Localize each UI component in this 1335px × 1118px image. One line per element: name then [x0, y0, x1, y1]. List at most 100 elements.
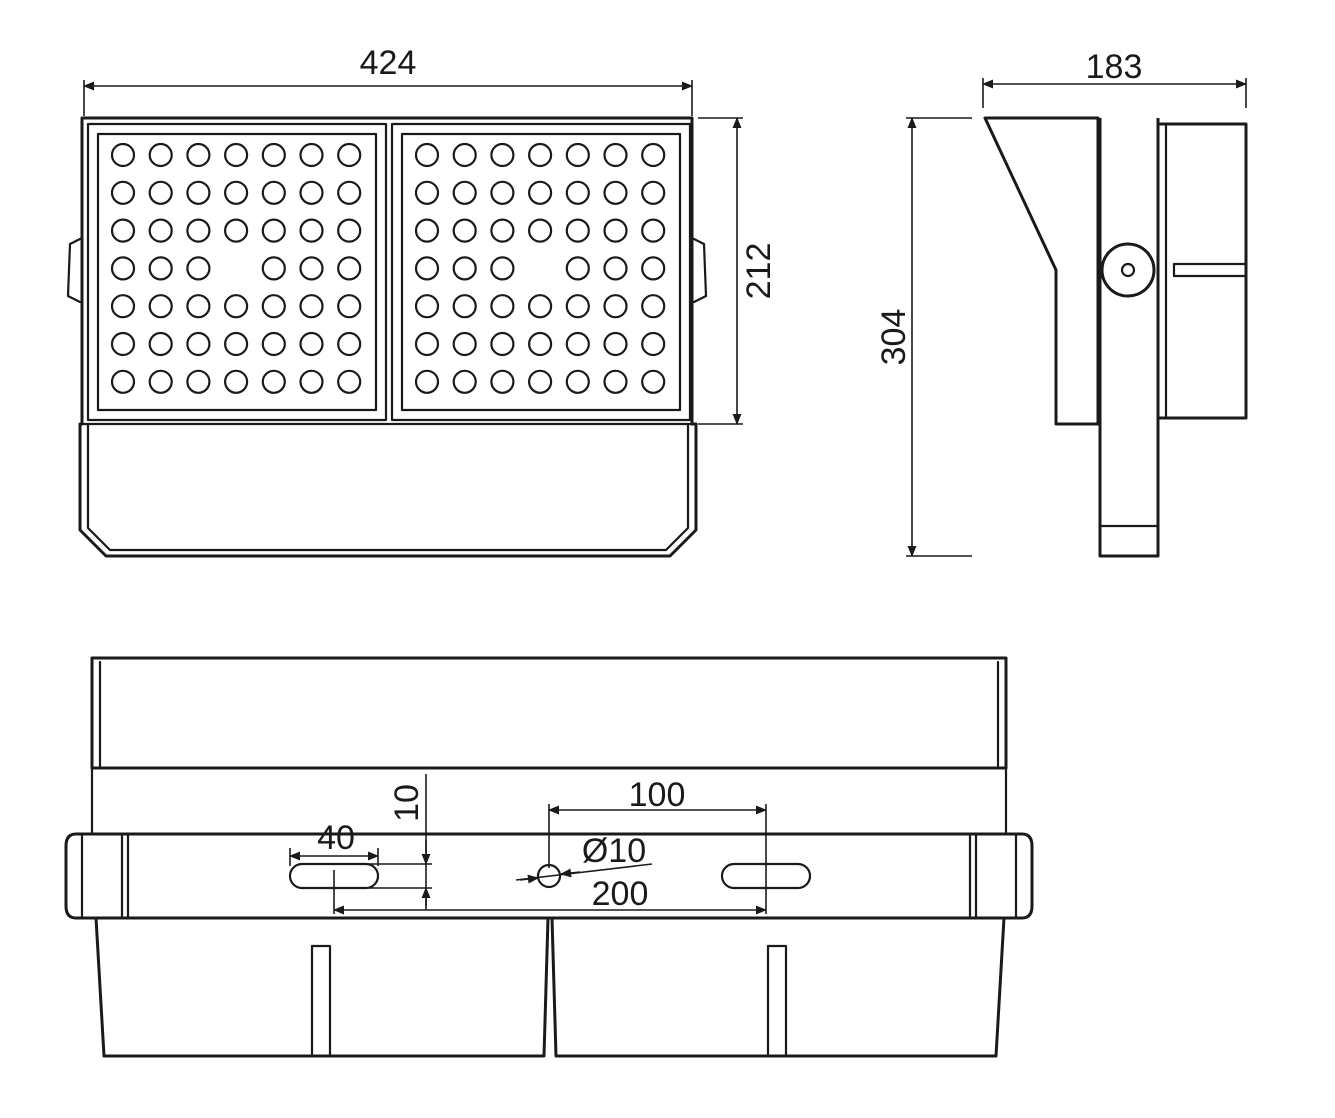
pivot-screw: [1120, 262, 1136, 278]
led-lens: [603, 218, 628, 243]
led-lens: [490, 142, 515, 168]
led-lens: [641, 218, 666, 243]
heatsink-slot: [1172, 262, 1248, 278]
led-lens: [452, 256, 477, 281]
led-lens: [110, 369, 136, 394]
left-mount-tab: [66, 236, 84, 304]
side-view: 183 304: [875, 48, 1248, 558]
led-lens: [148, 369, 173, 394]
led-lens: [261, 142, 286, 168]
led-lens: [337, 294, 362, 319]
led-lens: [148, 218, 173, 243]
led-lens: [527, 369, 553, 394]
visor-block: [90, 656, 1008, 770]
lower-housing-right: [550, 917, 1006, 1058]
optic-module-left-frame: [86, 122, 388, 422]
led-lens: [224, 180, 249, 205]
led-lens: [110, 294, 136, 319]
led-lens: [527, 294, 553, 319]
led-lens: [414, 331, 440, 357]
led-lens: [337, 256, 362, 281]
led-lens: [490, 331, 515, 357]
mounting-bracket-arm: [1098, 118, 1160, 558]
led-lens: [148, 180, 173, 205]
led-lens: [224, 142, 249, 168]
bracket-plate: [64, 832, 1034, 920]
led-lens: [186, 256, 211, 281]
led-lens: [603, 294, 628, 319]
led-lens: [337, 331, 362, 357]
led-lens: [337, 218, 362, 243]
led-lens: [414, 218, 440, 243]
slot-offset-label: 10: [388, 784, 426, 822]
optic-module-right-frame: [390, 122, 692, 422]
led-lens: [224, 331, 249, 357]
hole-leader-arrow-right: [559, 868, 581, 878]
led-lens: [414, 294, 440, 319]
optic-module-left-lens: [96, 132, 378, 412]
led-lens: [452, 142, 477, 168]
led-lens: [641, 331, 666, 357]
led-lens: [527, 218, 553, 243]
led-lens: [148, 142, 173, 168]
led-lens: [565, 369, 590, 394]
led-lens: [261, 294, 286, 319]
led-lens: [186, 331, 211, 357]
led-lens: [452, 331, 477, 357]
led-lens: [299, 142, 324, 168]
led-lens: [224, 369, 249, 394]
led-array: [110, 142, 666, 394]
led-lens: [299, 294, 324, 319]
led-lens: [337, 369, 362, 394]
led-lens: [186, 142, 211, 168]
optic-module-right-lens: [400, 132, 682, 412]
led-lens: [261, 180, 286, 205]
led-lens: [641, 256, 666, 281]
led-lens: [299, 331, 324, 357]
led-lens: [565, 180, 590, 205]
hole-diameter-label: Ø10: [582, 832, 646, 870]
led-lens: [186, 294, 211, 319]
led-lens: [565, 142, 590, 168]
led-lens: [110, 180, 136, 205]
led-lens: [490, 180, 515, 205]
led-lens: [452, 369, 477, 394]
led-lens: [299, 256, 324, 281]
led-lens: [186, 180, 211, 205]
led-lens: [414, 256, 440, 281]
led-lens: [261, 218, 286, 243]
led-lens: [299, 369, 324, 394]
pivot-knob: [1100, 242, 1156, 298]
rib-right: [766, 944, 788, 1058]
led-lens: [224, 294, 249, 319]
led-lens: [186, 369, 211, 394]
side-height-label: 304: [875, 309, 913, 366]
led-lens: [490, 218, 515, 243]
led-lens: [603, 369, 628, 394]
led-lens: [490, 294, 515, 319]
front-view: 424 212: [66, 44, 778, 558]
led-lens: [565, 294, 590, 319]
led-lens: [565, 218, 590, 243]
side-housing-body: [983, 116, 1100, 426]
led-lens: [452, 180, 477, 205]
slot-spacing-label: 200: [592, 875, 649, 913]
led-lens: [414, 142, 440, 168]
led-lens: [603, 180, 628, 205]
led-lens: [110, 256, 136, 281]
led-lens: [527, 331, 553, 357]
led-lens: [452, 218, 477, 243]
slot-length-label: 40: [317, 819, 355, 857]
led-lens: [452, 294, 477, 319]
depth-label: 183: [1086, 48, 1143, 86]
led-lens: [641, 142, 666, 168]
led-lens: [641, 180, 666, 205]
led-lens: [148, 294, 173, 319]
led-lens: [224, 218, 249, 243]
led-lens: [337, 180, 362, 205]
led-lens: [186, 218, 211, 243]
led-lens: [414, 180, 440, 205]
led-lens: [110, 331, 136, 357]
led-lens: [603, 142, 628, 168]
